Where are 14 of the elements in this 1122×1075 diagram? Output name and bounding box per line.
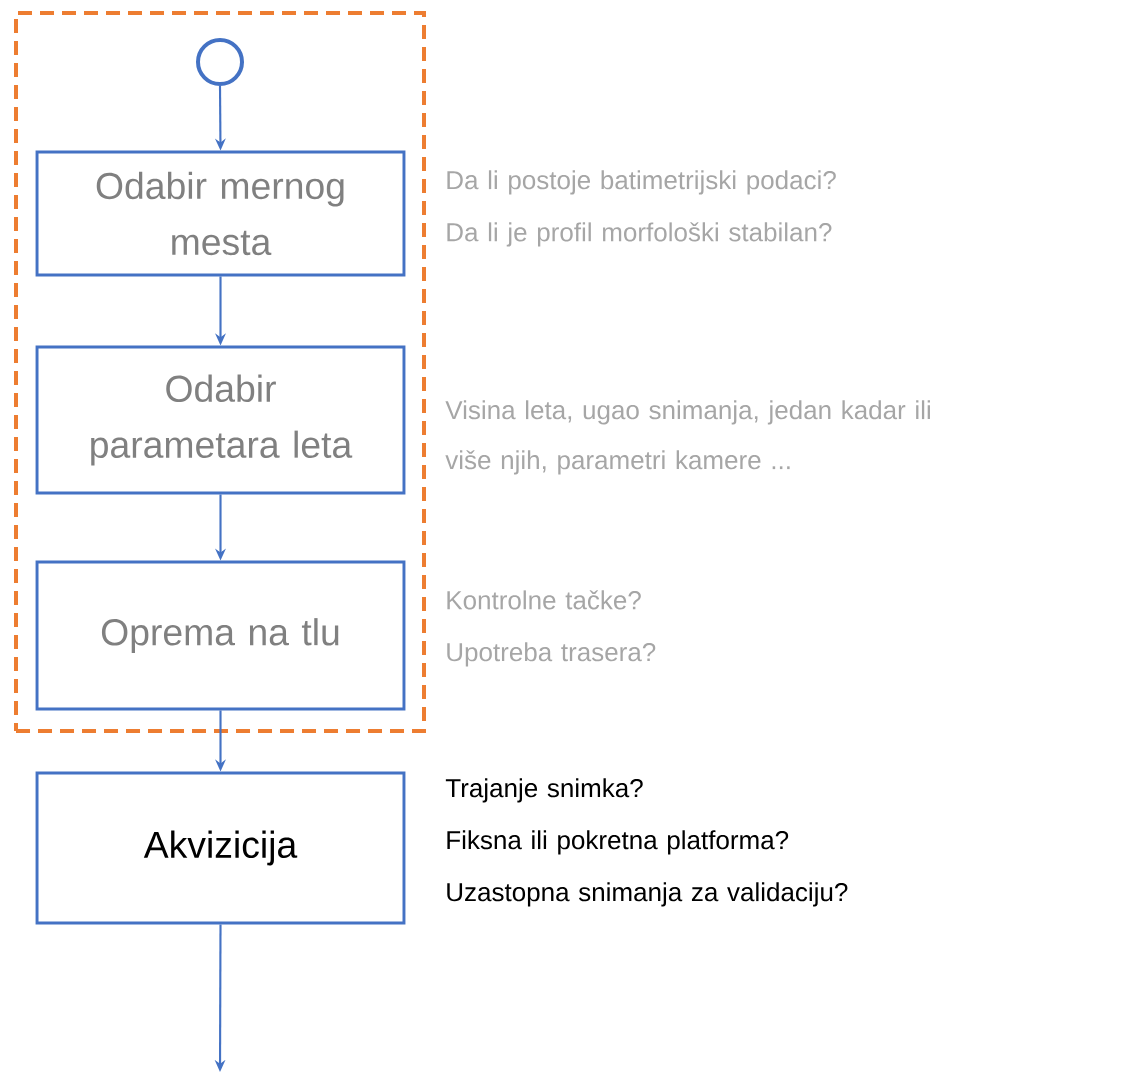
note-text: Uzastopna snimanja za validaciju? — [447, 882, 848, 907]
note-text: Fiksna ili pokretna platforma? — [447, 830, 789, 855]
group-frame — [14, 11, 426, 733]
note-text: Trajanje snimka? — [445, 778, 643, 803]
process-box: Akvizicija — [35, 771, 406, 925]
note-text: Visina leta, ugao snimanja, jedan kadar ili više njih, parametri kamere ... — [445, 400, 930, 475]
note-text: Da li postoje batimetrijski podaci? — [447, 170, 836, 195]
note-text: Upotreba trasera? — [447, 642, 656, 667]
process-box: Odabir parametara leta — [35, 345, 406, 495]
start-circle — [196, 38, 244, 86]
note-text: Kontrolne tačke? — [447, 590, 641, 610]
note-text: Da li je profil morfološki stabilan? — [447, 222, 832, 247]
process-box: Oprema na tlu — [35, 560, 406, 711]
process-box: Odabir mernog mesta — [35, 150, 406, 277]
